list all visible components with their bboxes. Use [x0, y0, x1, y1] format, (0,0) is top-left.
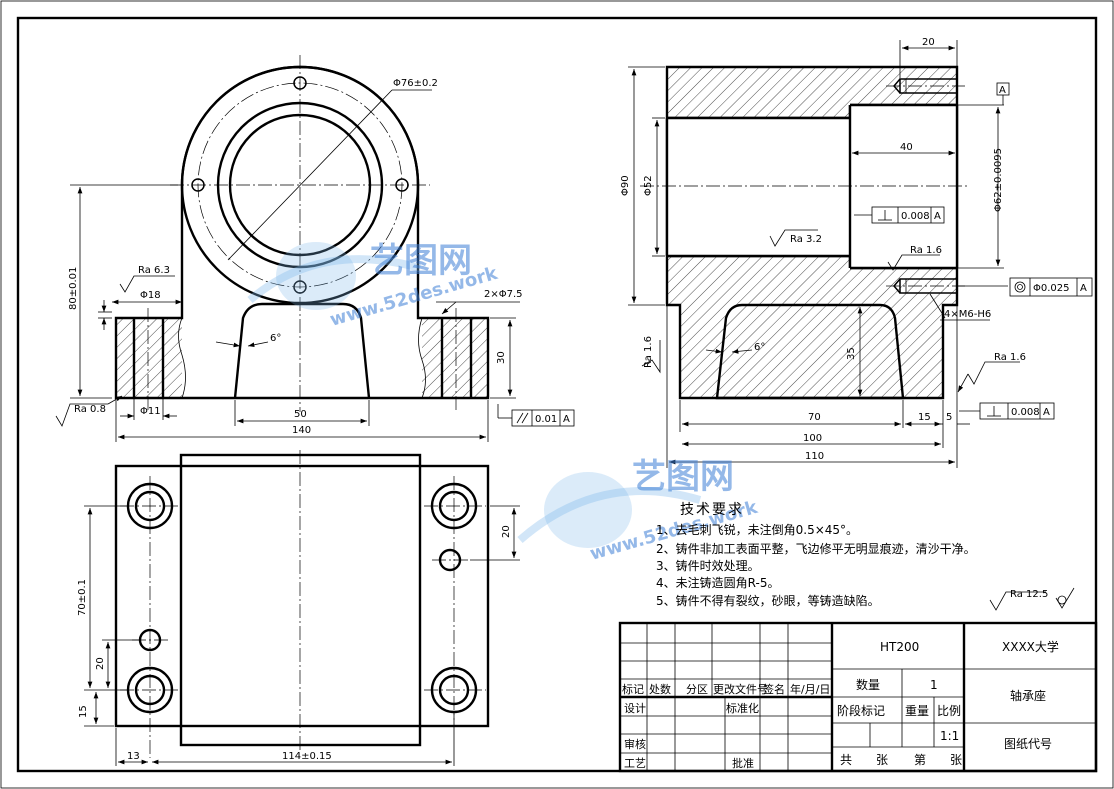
dim-dia-62: Φ62±0.0095 [993, 148, 1004, 212]
perp-tol-1: 0.008 [901, 211, 930, 222]
dim-35: 35 [846, 347, 857, 360]
drawing-frame [16, 16, 1098, 773]
tech-req-2: 2、铸件非加工表面平整，飞边修平无明显痕迹，清沙干净。 [656, 541, 976, 556]
datum-a-ref-1: A [563, 414, 570, 425]
tb-scale-label: 比例 [937, 704, 961, 718]
tb-stage-label: 阶段标记 [837, 703, 885, 718]
coax-tol: Φ0.025 [1033, 283, 1070, 294]
dim-angle-left: 6° [270, 333, 281, 344]
tech-req-5: 5、铸件不得有裂纹，砂眼，等铸造缺陷。 [656, 593, 880, 608]
parallel-tol: 0.01 [535, 414, 557, 425]
dim-13: 13 [127, 751, 140, 762]
dim-30: 30 [496, 351, 507, 364]
dim-140: 140 [292, 425, 311, 436]
dim-20-top: 20 [922, 37, 935, 48]
ra-63: Ra 6.3 [138, 265, 170, 276]
dim-15: 15 [918, 412, 931, 423]
dim-5: 5 [946, 412, 952, 423]
ra-08: Ra 0.8 [74, 404, 106, 415]
dim-flange-pcd: Φ76±0.2 [393, 78, 438, 89]
tb-process: 工艺 [624, 757, 646, 770]
tb-sheet-no: 第 张 [914, 753, 962, 767]
tb-approve: 批准 [732, 756, 754, 770]
tb-scale-value: 1:1 [940, 729, 959, 743]
side-section-view: 20 Φ90 Φ52 40 Φ62±0.0095 A 0.008 A [620, 37, 1093, 468]
tb-qty-value: 1 [930, 678, 938, 692]
tech-req-4: 4、未注铸造圆角R-5。 [656, 575, 779, 590]
dim-70: 70 [808, 412, 821, 423]
tech-req-1: 1、去毛刺飞锐，未注倒角0.5×45°。 [656, 522, 858, 537]
tb-label-change-doc: 更改文件号 [713, 682, 768, 696]
dim-40: 40 [900, 142, 913, 153]
top-view: 20 70±0.1 20 15 13 114±0.15 [77, 450, 520, 766]
tech-req-title: 技术要求 [680, 502, 744, 518]
dim-height-80: 80±0.01 [68, 267, 79, 310]
datum-a-ref-4: A [1043, 407, 1050, 418]
tb-label-mark: 标记 [622, 682, 644, 696]
watermark-brand-2: 艺图网 [632, 457, 734, 497]
dim-114: 114±0.15 [282, 751, 332, 762]
dim-dia-52: Φ52 [643, 175, 654, 196]
tb-weight-label: 重量 [905, 704, 929, 718]
ra-32: Ra 3.2 [790, 234, 822, 245]
tb-school: XXXX大学 [1002, 639, 1059, 654]
dim-holes-2x75: 2×Φ7.5 [484, 289, 523, 300]
tb-total-sheets: 共 张 [840, 753, 888, 767]
ra-125: Ra 12.5 [1010, 589, 1048, 600]
dim-100: 100 [803, 433, 822, 444]
tb-review: 审核 [624, 737, 646, 751]
datum-a-ref-2: A [934, 211, 941, 222]
dim-angle-right: 6° [754, 342, 765, 353]
thread-callout: 4×M6-H6 [944, 309, 991, 320]
dim-110: 110 [805, 451, 824, 462]
title-block: 标记 处数 分区 更改文件号 签名 年/月/日 设计 标准化 审核 工艺 批准 … [618, 621, 1098, 773]
dim-20-left: 20 [95, 657, 106, 670]
dim-15-left: 15 [78, 705, 89, 718]
ra-16-c: Ra 1.6 [994, 352, 1026, 363]
dim-dia-11: Φ11 [140, 406, 161, 417]
datum-a-ref-3: A [1080, 283, 1087, 294]
ra-16-a: Ra 1.6 [910, 245, 942, 256]
tb-material: HT200 [880, 640, 919, 654]
dim-dia-90: Φ90 [620, 175, 631, 196]
watermark-brand-1: 艺图网 [370, 241, 472, 281]
tb-standardize: 标准化 [726, 701, 759, 715]
dim-20-side: 20 [501, 525, 512, 538]
tb-label-count: 处数 [649, 683, 671, 696]
front-view: Φ76±0.2 80±0.01 Ra 6.3 Φ18 2×Φ7.5 6° 30 … [55, 55, 575, 442]
tb-part-name: 轴承座 [1010, 688, 1046, 703]
datum-a-label: A [999, 85, 1006, 96]
tb-design: 设计 [624, 702, 646, 715]
dim-70-01: 70±0.1 [77, 579, 88, 616]
ra-16-b: Ra 1.6 [643, 336, 654, 368]
tb-qty-label: 数量 [856, 677, 880, 692]
tb-label-zone: 分区 [686, 683, 708, 696]
tb-label-sign: 签名 [763, 682, 785, 696]
dim-dia-18: Φ18 [140, 290, 161, 301]
dim-50: 50 [294, 409, 307, 420]
tb-label-date: 年/月/日 [790, 682, 830, 696]
tb-drawing-code: 图纸代号 [1004, 737, 1052, 751]
tech-req-3: 3、铸件时效处理。 [656, 558, 760, 573]
perp-tol-2: 0.008 [1011, 407, 1040, 418]
tech-requirements: 技术要求 1、去毛刺飞锐，未注倒角0.5×45°。 2、铸件非加工表面平整，飞边… [656, 502, 1075, 611]
